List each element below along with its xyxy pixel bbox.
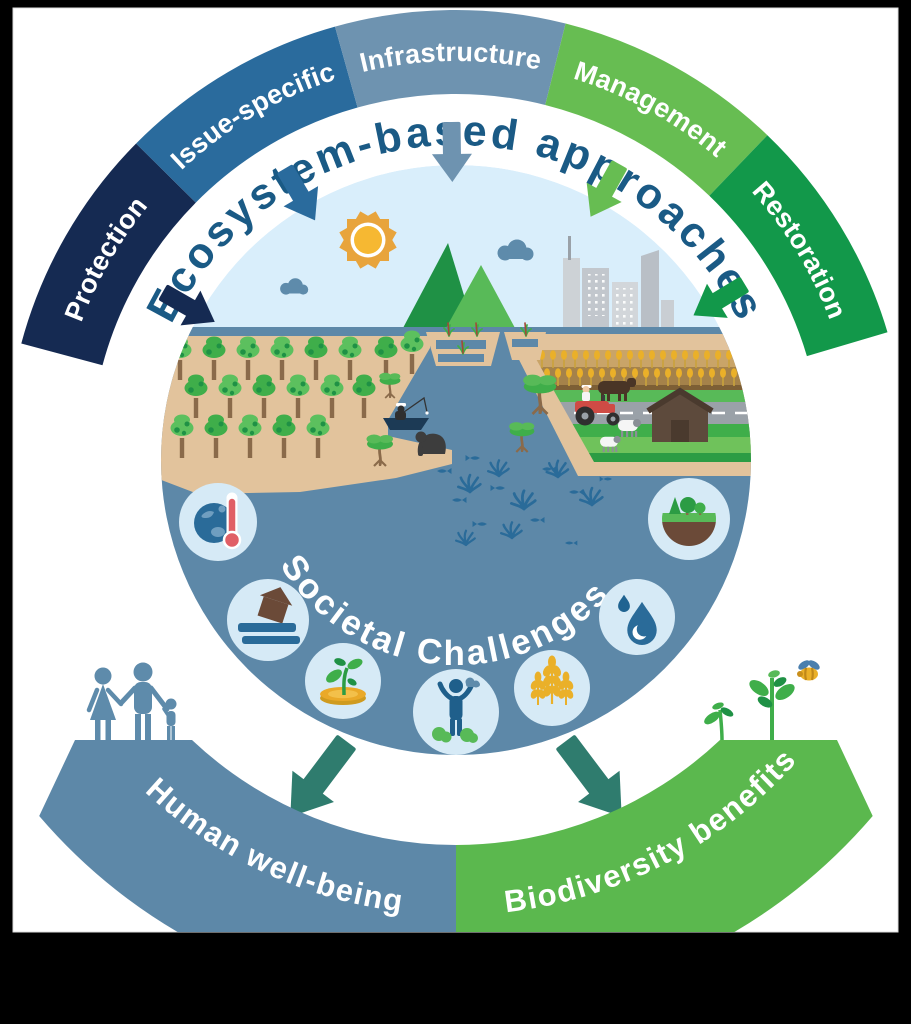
ring-segment-protection [21, 143, 196, 366]
family-icon [86, 662, 177, 740]
city-skyline [563, 236, 674, 343]
tractor-icon [575, 385, 620, 426]
flood-risk-icon [227, 579, 309, 661]
human-health-icon [413, 669, 499, 755]
small-plant-icon [704, 702, 734, 741]
ring-segment-issue-specific [136, 26, 358, 203]
challenge-icons [179, 478, 730, 755]
ring-segment-restoration [709, 135, 888, 357]
bushes-icon [432, 727, 478, 743]
barn-icon [646, 387, 714, 442]
biodiversity-benefits-arc [456, 740, 873, 932]
mountains-icon [403, 243, 515, 328]
water-drop-icon [627, 601, 657, 645]
gorilla-icon [415, 431, 446, 456]
seedling-icon [342, 667, 349, 696]
floating-garden-icon [504, 322, 546, 360]
wheat-ears-icon [530, 655, 574, 705]
climate-change-icon [179, 483, 257, 561]
bee-icon [797, 660, 820, 681]
child-figure [162, 698, 177, 740]
ring-segment-infrastructure [335, 9, 566, 108]
fisherman-boat-icon [383, 396, 429, 430]
small-cloud-icon [465, 677, 480, 688]
father-figure [119, 662, 170, 740]
green-economy-icon [305, 643, 381, 719]
tall-plant-icon [749, 670, 795, 740]
small-drop-icon [618, 594, 630, 612]
person-arms-raised-icon [437, 679, 475, 736]
flooded-house-icon [257, 587, 293, 624]
human-wellbeing-arc [39, 740, 456, 932]
mother-figure [86, 667, 124, 740]
ring-segment-management [545, 23, 768, 196]
sun-icon [339, 211, 397, 269]
thermometer-icon [222, 492, 242, 550]
land-degradation-icon [648, 478, 730, 560]
water-security-icon [599, 579, 675, 655]
floating-garden-icon [426, 322, 500, 366]
plants-and-bee [704, 660, 820, 741]
food-security-icon [514, 650, 590, 726]
